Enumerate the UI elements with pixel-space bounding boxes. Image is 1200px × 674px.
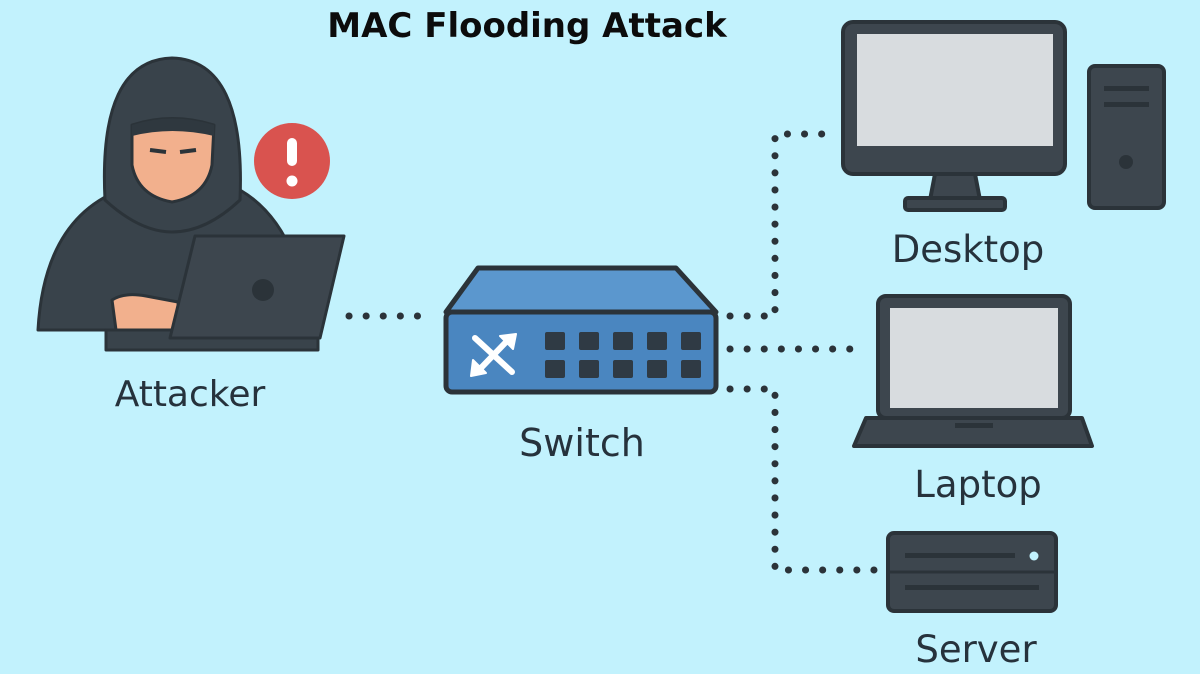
switch-label: Switch bbox=[519, 421, 645, 465]
server-label: Server bbox=[915, 628, 1037, 671]
exclamation-alert-icon bbox=[254, 123, 330, 199]
laptop-label: Laptop bbox=[914, 463, 1042, 506]
laptop-logo-icon bbox=[252, 279, 274, 301]
laptop-base bbox=[852, 416, 1094, 448]
switch-arrows-icon bbox=[470, 333, 517, 377]
switch-ports bbox=[545, 332, 701, 378]
server-led-icon bbox=[1029, 551, 1039, 561]
connection-switch-desktop bbox=[726, 130, 832, 320]
attacker-hand bbox=[110, 293, 182, 334]
network-switch-icon bbox=[443, 265, 719, 395]
desktop-base bbox=[903, 196, 1007, 212]
laptop-icon bbox=[852, 294, 1094, 448]
connection-lines bbox=[345, 130, 880, 574]
attacker-hood-shadow bbox=[132, 118, 214, 136]
attacker-label: Attacker bbox=[114, 374, 266, 415]
switch-top bbox=[443, 265, 719, 315]
desktop-screen bbox=[857, 34, 1053, 146]
desktop-label: Desktop bbox=[891, 228, 1045, 271]
attacker-eye-right bbox=[179, 148, 197, 154]
server-icon bbox=[886, 531, 1058, 613]
laptop-screen bbox=[890, 308, 1058, 408]
attacker-eye-left bbox=[149, 148, 167, 154]
diagram-title: MAC Flooding Attack bbox=[327, 6, 727, 46]
desktop-tower bbox=[1087, 64, 1166, 210]
hooded-attacker-with-laptop-icon bbox=[36, 56, 346, 352]
desktop-computer-icon bbox=[841, 20, 1166, 212]
connection-switch-server bbox=[726, 385, 880, 574]
desktop-power-icon bbox=[1119, 155, 1133, 169]
